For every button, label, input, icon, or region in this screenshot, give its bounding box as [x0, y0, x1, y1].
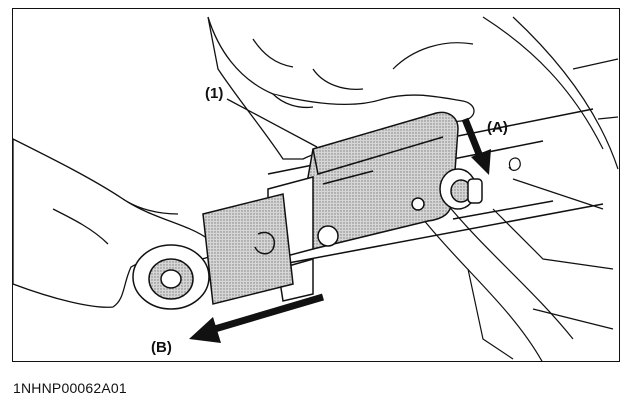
- tool-bracket: [202, 111, 459, 305]
- pivot-eye: [132, 244, 210, 310]
- part-label: (1): [205, 85, 224, 102]
- part-leader-line: [226, 98, 318, 148]
- rotation-mark: [508, 157, 521, 171]
- illustration-frame: (1) (A) (B): [12, 8, 620, 362]
- figure-code: 1NHNP00062A01: [13, 380, 127, 396]
- arrow-a: [461, 117, 491, 175]
- direction-b-label: (B): [151, 339, 172, 356]
- axle-nut: [439, 168, 483, 210]
- arrow-b: [189, 293, 324, 343]
- illustration-drawing: [13, 16, 619, 361]
- direction-a-label: (A): [487, 119, 508, 136]
- background-wheel: [392, 16, 619, 361]
